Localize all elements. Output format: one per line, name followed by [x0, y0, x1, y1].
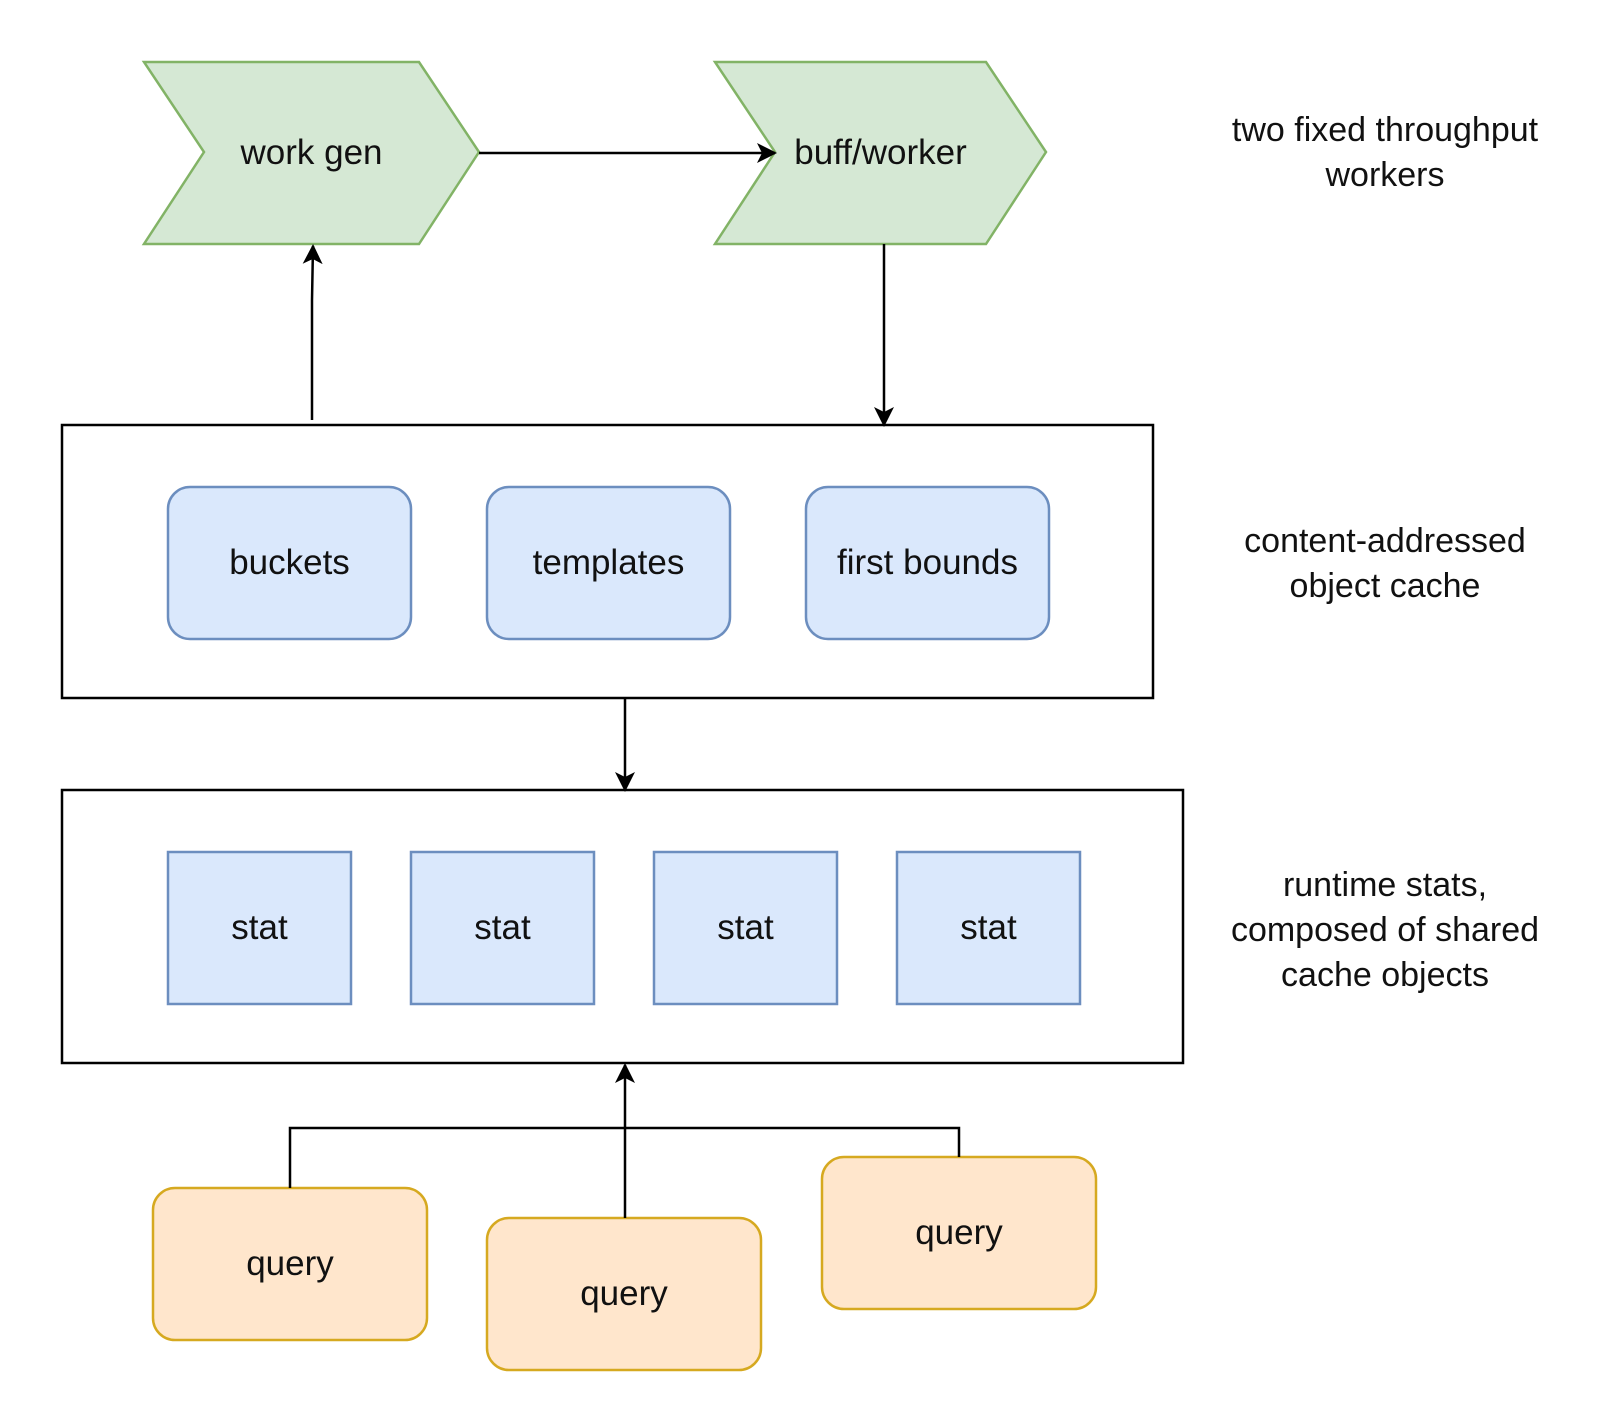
cache-annotation: content-addressed object cache [1185, 519, 1585, 609]
stat-label-2: stat [474, 908, 531, 948]
query-label-3: query [915, 1213, 1003, 1253]
query-label-1: query [246, 1244, 334, 1284]
stats-annotation-line-1: runtime stats, [1282, 866, 1488, 904]
stats-annotation-line-2: composed of shared [1230, 911, 1540, 949]
stat-label-4: stat [960, 908, 1017, 948]
stats-annotation: runtime stats, composed of shared cache … [1185, 863, 1585, 998]
buff-worker-label: buff/worker [794, 133, 967, 173]
cache-annotation-line-2: object cache [1289, 567, 1481, 605]
workers-annotation-line-1: two fixed throughput [1231, 111, 1539, 149]
edge-query1-join [288, 1126, 625, 1188]
work-gen-label: work gen [240, 133, 383, 173]
work-gen-shape[interactable] [141, 60, 481, 246]
cache-item-first-bounds-label: first bounds [837, 543, 1018, 583]
workers-annotation: two fixed throughput workers [1185, 108, 1585, 198]
edge-cache-to-workgen [302, 244, 323, 420]
stats-annotation-line-3: cache objects [1281, 956, 1489, 994]
stat-box-1[interactable] [166, 850, 353, 1006]
stat-label-3: stat [717, 908, 774, 948]
stat-box-2[interactable] [409, 850, 596, 1006]
cache-annotation-line-1: content-addressed [1244, 522, 1526, 560]
stat-label-1: stat [231, 908, 288, 948]
cache-item-templates-box[interactable] [485, 485, 732, 641]
stat-box-4[interactable] [895, 850, 1082, 1006]
cache-item-buckets-box[interactable] [166, 485, 413, 641]
workers-annotation-line-2: workers [1325, 156, 1445, 194]
edge-query3-join [625, 1126, 961, 1157]
cache-item-templates-label: templates [532, 543, 685, 583]
cache-item-first-bounds-box[interactable] [804, 485, 1051, 641]
cache-item-buckets-label: buckets [229, 543, 350, 583]
stat-box-3[interactable] [652, 850, 839, 1006]
query-label-2: query [580, 1274, 668, 1314]
